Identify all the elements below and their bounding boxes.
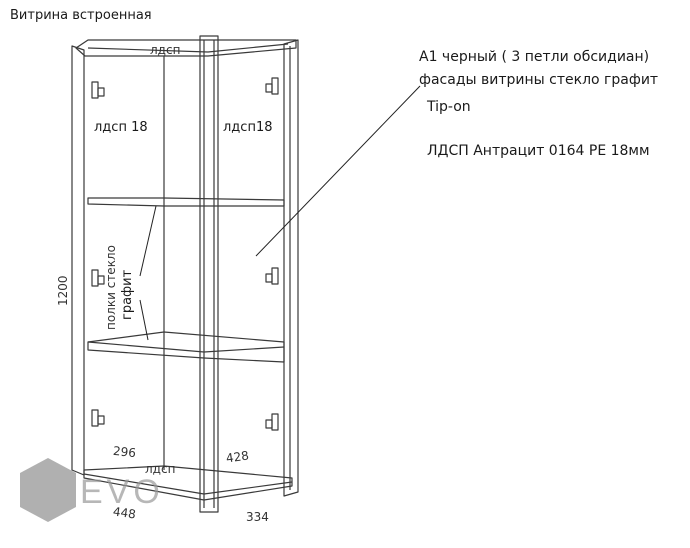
leader-shelf-lower	[139, 299, 149, 341]
hinge-right-mid	[265, 267, 279, 285]
note-line3: Tip-on	[427, 99, 471, 115]
dim-inner-depth: 296	[112, 443, 137, 461]
note-line2: фасады витрины стекло графит	[419, 72, 659, 88]
upper-shelf	[87, 197, 285, 207]
label-bottom-panel: лдсп	[145, 462, 176, 476]
dim-inner-width: 428	[225, 448, 250, 466]
hinge-right-bottom	[265, 413, 279, 431]
hinge-right-top	[265, 77, 279, 95]
label-right-side: лдсп18	[223, 120, 273, 135]
drawing-title: Витрина встроенная	[10, 8, 152, 23]
hexagon-logo-icon	[20, 458, 76, 522]
label-shelves-line2: графит	[120, 269, 135, 320]
right-side-panel	[283, 39, 299, 497]
label-left-side: лдсп 18	[94, 120, 148, 135]
hinge-left-top	[91, 81, 105, 99]
top-panel	[75, 39, 297, 57]
note-line1: А1 черный ( 3 петли обсидиан)	[419, 49, 650, 65]
dim-height: 1200	[56, 275, 70, 306]
bottom-panel	[83, 465, 293, 501]
front-stile	[199, 35, 219, 513]
watermark-text: EVO	[80, 473, 164, 511]
dim-outer-depth: 334	[246, 510, 269, 524]
left-side-panel	[71, 45, 85, 476]
leader-notes	[255, 85, 421, 257]
hinge-left-bottom	[91, 409, 105, 427]
label-shelves-line1: полки стекло	[104, 245, 118, 330]
label-top-panel: лдсп	[150, 43, 181, 57]
note-line4: ЛДСП Антрацит 0164 PE 18мм	[427, 143, 650, 159]
hinge-left-mid	[91, 269, 105, 287]
leader-shelf-upper	[139, 205, 157, 277]
lower-shelf	[87, 331, 285, 363]
